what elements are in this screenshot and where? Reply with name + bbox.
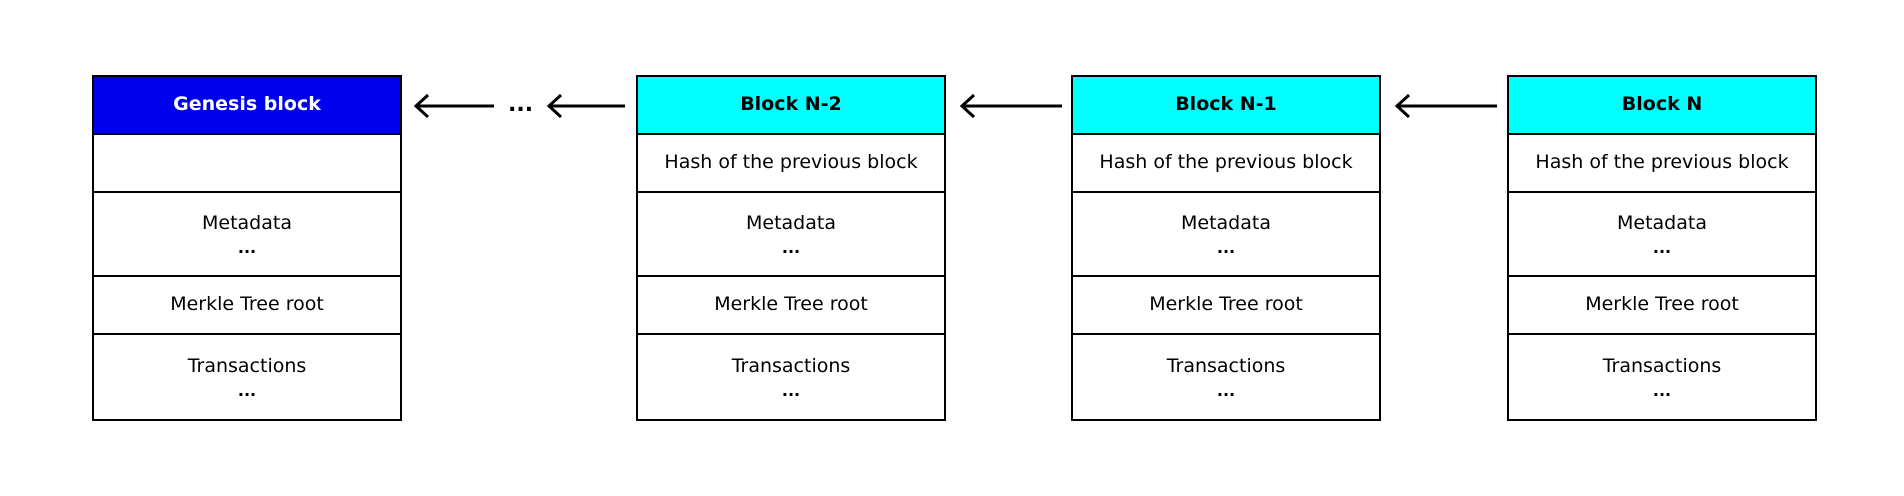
block-n-minus-2: Block N-2 Hash of the previous block Met…	[636, 75, 946, 421]
metadata-ellipsis: ...	[1652, 237, 1672, 257]
transactions-label: Transactions	[731, 355, 851, 378]
transactions-ellipsis: ...	[1216, 380, 1236, 400]
metadata-label: Metadata	[746, 212, 836, 235]
block-title: Genesis block	[94, 77, 400, 135]
genesis-block: Genesis block Metadata ... Merkle Tree r…	[92, 75, 402, 421]
block-metadata: Metadata ...	[638, 193, 944, 277]
block-prev-hash: Hash of the previous block	[1073, 135, 1379, 193]
transactions-label: Transactions	[1166, 355, 1286, 378]
block-transactions: Transactions ...	[638, 335, 944, 419]
block-title: Block N-1	[1073, 77, 1379, 135]
metadata-ellipsis: ...	[1216, 237, 1236, 257]
block-title: Block N	[1509, 77, 1815, 135]
block-title: Block N-2	[638, 77, 944, 135]
transactions-ellipsis: ...	[781, 380, 801, 400]
block-prev-hash: Hash of the previous block	[1509, 135, 1815, 193]
block-merkle-root: Merkle Tree root	[638, 277, 944, 335]
chain-ellipsis: ...	[508, 92, 534, 117]
block-metadata: Metadata ...	[1073, 193, 1379, 277]
block-merkle-root: Merkle Tree root	[1509, 277, 1815, 335]
arrow-left-icon	[413, 93, 494, 119]
block-metadata: Metadata ...	[94, 193, 400, 277]
transactions-label: Transactions	[1602, 355, 1722, 378]
metadata-ellipsis: ...	[237, 237, 257, 257]
transactions-label: Transactions	[187, 355, 307, 378]
block-transactions: Transactions ...	[94, 335, 400, 419]
metadata-label: Metadata	[1181, 212, 1271, 235]
block-prev-hash	[94, 135, 400, 193]
block-prev-hash: Hash of the previous block	[638, 135, 944, 193]
block-transactions: Transactions ...	[1073, 335, 1379, 419]
block-merkle-root: Merkle Tree root	[1073, 277, 1379, 335]
block-n-minus-1: Block N-1 Hash of the previous block Met…	[1071, 75, 1381, 421]
metadata-label: Metadata	[1617, 212, 1707, 235]
metadata-ellipsis: ...	[781, 237, 801, 257]
block-merkle-root: Merkle Tree root	[94, 277, 400, 335]
transactions-ellipsis: ...	[237, 380, 257, 400]
transactions-ellipsis: ...	[1652, 380, 1672, 400]
block-transactions: Transactions ...	[1509, 335, 1815, 419]
metadata-label: Metadata	[202, 212, 292, 235]
arrow-left-icon	[1394, 93, 1497, 119]
arrow-left-icon	[959, 93, 1062, 119]
block-n: Block N Hash of the previous block Metad…	[1507, 75, 1817, 421]
block-metadata: Metadata ...	[1509, 193, 1815, 277]
arrow-left-icon	[546, 93, 625, 119]
